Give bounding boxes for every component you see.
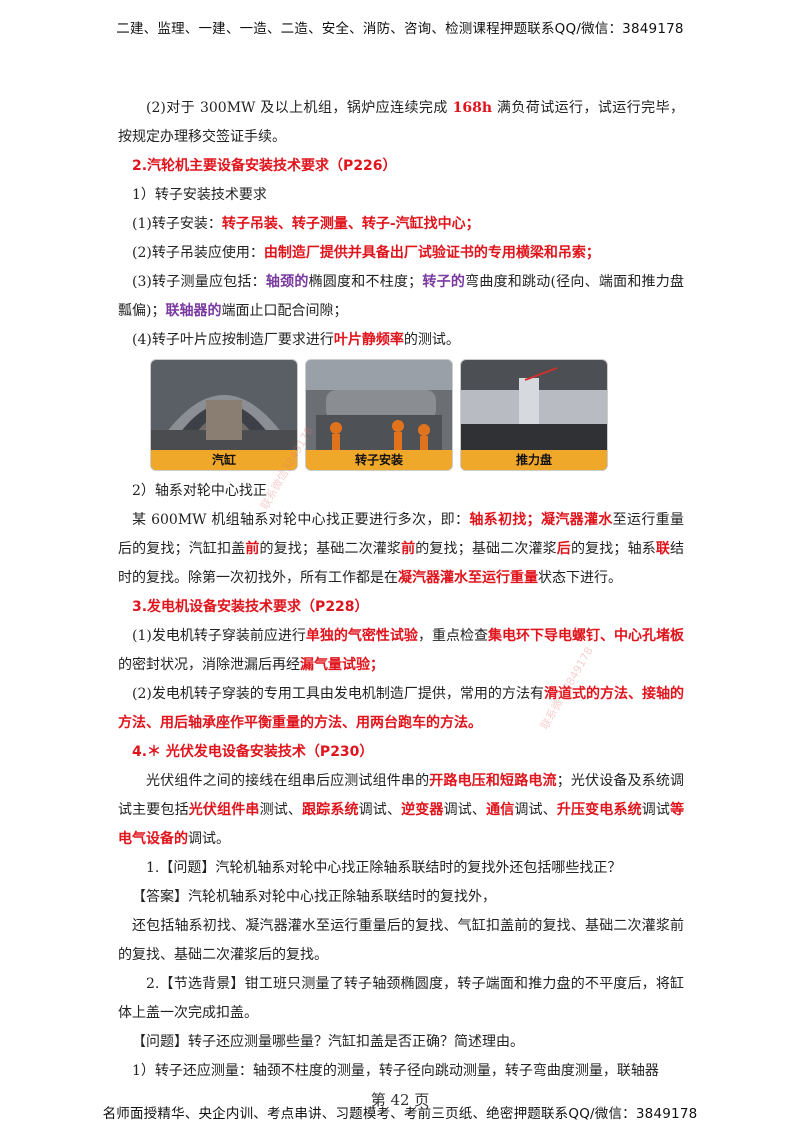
highlight: 开路电压和短路电流 <box>429 773 557 789</box>
section-heading-turbine: 2.汽轮机主要设备安装技术要求（P226） <box>132 158 397 174</box>
text: 的密封状况，消除泄漏后再经 <box>118 657 300 673</box>
text: 的复找；基础二次灌浆 <box>259 541 402 557</box>
text: (2)转子吊装应使用： <box>132 245 264 261</box>
text: 端面止口配合间隙； <box>221 303 348 319</box>
list-item: (2)转子吊装应使用：由制造厂提供并具备出厂试验证书的专用横梁和吊索； <box>118 239 684 268</box>
question-1: 1.【问题】汽轮机轴系对轮中心找正除轴系联结时的复找外还包括哪些找正？ <box>146 860 622 876</box>
photo-strip: 汽缸 转子安装 推力盘 <box>150 359 684 471</box>
paragraph-pv: 光伏组件之间的接线在组串后应测试组件串的开路电压和短路电流；光伏设备及系统调试主… <box>118 767 684 854</box>
paragraph-generator-1: (1)发电机转子穿装前应进行单独的气密性试验，重点检查集电环下导电螺钉、中心孔堵… <box>118 622 684 680</box>
subheading-rotor: 1）转子安装技术要求 <box>132 187 267 203</box>
highlight: 通信 <box>486 802 515 818</box>
highlight: 后 <box>556 541 571 557</box>
highlight: 轴系初找；凝汽器灌水 <box>469 512 613 528</box>
text: 调试、 <box>443 802 487 818</box>
text: 的复找；基础二次灌浆 <box>415 541 557 557</box>
answer-1: 【答案】汽轮机轴系对轮中心找正除轴系联结时的复找外， <box>132 889 496 905</box>
highlight: 逆变器 <box>401 802 444 818</box>
list-item: (3)转子测量应包括：轴颈的椭圆度和不柱度；转子的弯曲度和跳动(径向、端面和推力… <box>118 268 684 326</box>
text: 椭圆度和不柱度； <box>308 274 423 290</box>
answer-2: 1）转子还应测量：轴颈不柱度的测量，转子径向跳动测量，转子弯曲度测量，联轴器 <box>132 1063 659 1079</box>
text: 状态下进行。 <box>538 570 622 586</box>
highlight: 由制造厂提供并具备出厂试验证书的专用横梁和吊索； <box>263 245 600 261</box>
question-2-background: 2.【节选背景】钳工班只测量了转子轴颈椭圆度，转子端面和推力盘的不平度后，将缸体… <box>118 976 684 1021</box>
highlight: 前 <box>245 541 260 557</box>
photo-caption: 转子安装 <box>306 450 452 470</box>
text: ，重点检查 <box>417 628 488 644</box>
photo-cylinder: 汽缸 <box>150 359 298 471</box>
highlight: 轴颈的 <box>265 274 309 290</box>
text: ；光伏设备及系统调试主要包括 <box>118 773 685 818</box>
highlight: 联轴器的 <box>165 303 222 319</box>
text: (2)对于 300MW 及以上机组，锅炉应连续完成 <box>146 100 453 116</box>
text: 至运行重量后的复找；汽缸扣盖 <box>118 512 685 557</box>
highlight: 凝汽器灌水至运行重量 <box>398 570 538 586</box>
paragraph-alignment: 某 600MW 机组轴系对轮中心找正要进行多次，即：轴系初找；凝汽器灌水至运行重… <box>118 506 684 593</box>
text: 调试 <box>641 802 671 818</box>
highlight: 等电气设备的 <box>118 802 685 847</box>
highlight: 漏气量试验； <box>300 657 384 673</box>
text: 满负荷试运行，试运行完毕，按规定办理移交签证手续。 <box>118 100 684 145</box>
list-item: (1)转子安装：转子吊装、转子测量、转子-汽缸找中心； <box>118 210 684 239</box>
text: 结时的复找。除第一次初找外，所有工作都是在 <box>118 541 685 586</box>
text: (3)转子测量应包括： <box>132 274 266 290</box>
text: 的复找；轴系 <box>570 541 656 557</box>
text: 测试、 <box>259 802 303 818</box>
photo-caption: 推力盘 <box>461 450 607 470</box>
question-2: 【问题】转子还应测量哪些量？汽缸扣盖是否正确？简述理由。 <box>132 1034 524 1050</box>
text: 光伏组件之间的接线在组串后应测试组件串的 <box>146 773 430 789</box>
text: (1)转子安装： <box>132 216 222 232</box>
highlight: 集电环下导电螺钉、中心孔堵板 <box>487 628 685 644</box>
page-footer: 名师面授精华、央企内训、考点串讲、习题模考、考前三页纸、绝密押题联系QQ/微信：… <box>102 1106 698 1122</box>
paragraph-generator-2: (2)发电机转子穿装的专用工具由发电机制造厂提供，常用的方法有滑道式的方法、接轴… <box>118 680 684 738</box>
text: 调试。 <box>188 831 230 847</box>
highlight: 升压变电系统 <box>556 802 642 818</box>
highlight: 光伏组件串 <box>188 802 260 818</box>
photo-thrust-disc: 推力盘 <box>460 359 608 471</box>
photo-rotor-install: 转子安装 <box>305 359 453 471</box>
highlight: 单独的气密性试验 <box>305 628 418 644</box>
page-number: 第 42 页 <box>370 1091 430 1109</box>
answer-1-detail: 还包括轴系初找、凝汽器灌水至运行重量后的复找、气缸扣盖前的复找、基础二次灌浆前的… <box>118 918 684 963</box>
highlight: 叶片静频率 <box>333 332 404 348</box>
text: (2)发电机转子穿装的专用工具由发电机制造厂提供，常用的方法有 <box>132 686 544 702</box>
subheading-alignment: 2）轴系对轮中心找正 <box>132 483 267 499</box>
photo-caption: 汽缸 <box>151 450 297 470</box>
text: 的测试。 <box>403 332 460 348</box>
text: 调试、 <box>358 802 402 818</box>
paragraph-boiler: (2)对于 300MW 及以上机组，锅炉应连续完成 168h 满负荷试运行，试运… <box>118 94 684 152</box>
section-heading-pv: 4.＊ 光伏发电设备安装技术（P230） <box>132 744 374 760</box>
text: (4)转子叶片应按制造厂要求进行 <box>132 332 334 348</box>
highlight: 滑道式的方法、接轴的方法、用后轴承座作平衡重量的方法、用两台跑车的方法。 <box>118 686 684 731</box>
highlight: 转子吊装、转子测量、转子-汽缸找中心； <box>221 216 480 232</box>
page-header: 二建、监理、一建、一造、二造、安全、消防、咨询、检测课程押题联系QQ/微信：38… <box>116 21 684 37</box>
text: 某 600MW 机组轴系对轮中心找正要进行多次，即： <box>132 512 470 528</box>
list-item: (4)转子叶片应按制造厂要求进行叶片静频率的测试。 <box>118 326 684 355</box>
page-body: (2)对于 300MW 及以上机组，锅炉应连续完成 168h 满负荷试运行，试运… <box>118 94 684 1086</box>
text: 调试、 <box>514 802 557 818</box>
highlight: 前 <box>401 541 416 557</box>
text: (1)发电机转子穿装前应进行 <box>132 628 306 644</box>
text: 弯曲度和跳动(径向、端面和推力盘瓢偏)； <box>118 274 684 319</box>
highlight: 转子的 <box>422 274 466 290</box>
section-heading-generator: 3.发电机设备安装技术要求（P228） <box>132 599 369 615</box>
highlight: 联 <box>655 541 671 557</box>
highlight: 跟踪系统 <box>302 802 359 818</box>
highlight: 168h <box>452 100 493 116</box>
